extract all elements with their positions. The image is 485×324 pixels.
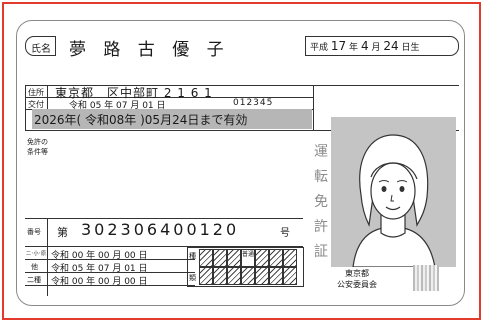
vertical-title-2: 転 [314, 169, 328, 185]
number-label: 番号 [27, 228, 41, 236]
birth-day-unit: 日生 [401, 43, 420, 53]
seal-pattern [413, 265, 439, 291]
type-cell [255, 267, 269, 285]
name-label: 氏名 [31, 44, 51, 55]
type-cell [269, 249, 283, 267]
type-grid [187, 247, 304, 287]
license-card: 氏名 夢 路 古 優 子 平成 17 年 4 月 24 日生 住所 東京都 区中… [16, 20, 465, 306]
type-cell [241, 267, 255, 285]
type-cell [283, 267, 297, 285]
address-block [25, 85, 459, 131]
type-cell [269, 267, 283, 285]
address-label: 住所 [28, 88, 44, 97]
category-date-3: 令和 00 年 00 月 00 日 [51, 277, 148, 287]
vertical-title-5: 証 [314, 244, 328, 260]
address-value: 東京都 区中部町 2 1 6 1 [55, 86, 213, 100]
vertical-title-3: 免 [314, 194, 328, 210]
category-label-1: 二･小･原 [26, 251, 47, 257]
issuer-line-1: 東京都 [345, 269, 369, 278]
birth-era: 平成 [310, 43, 329, 53]
type-cell [255, 249, 269, 267]
number-suffix: 号 [280, 228, 290, 239]
portrait-illustration [352, 134, 436, 267]
issuer-line-2: 公安委員会 [337, 280, 377, 289]
conditions-label-2: 条件等 [27, 148, 48, 156]
vertical-title-1: 運 [314, 144, 328, 160]
category-label-3: 二種 [27, 276, 41, 284]
license-number: 302306400120 [81, 220, 240, 239]
type-cell [213, 249, 227, 267]
number-prefix: 第 [57, 226, 68, 239]
holder-photo [331, 117, 456, 267]
birth-month: 4 [360, 39, 369, 53]
type-cell [227, 267, 241, 285]
type-cell [213, 267, 227, 285]
birth-day: 24 [383, 39, 399, 53]
type-cell [199, 267, 213, 285]
issue-number: 012345 [233, 98, 274, 108]
category-date-1: 令和 00 年 00 月 00 日 [51, 251, 148, 261]
expiry-text: 2026年( 令和08年 )05月24日まで有効 [34, 113, 248, 127]
birth-year-unit: 年 [349, 43, 359, 53]
type-cell-text: 普通 [242, 251, 255, 258]
type-label-2: 類 [189, 274, 196, 282]
expiry-band [32, 109, 312, 129]
type-cell-highlight [241, 249, 255, 267]
category-label-2: 他 [31, 263, 38, 271]
vertical-title-4: 許 [314, 219, 328, 235]
category-date-2: 令和 05 年 07 月 01 日 [51, 264, 148, 274]
birth-year: 17 [330, 39, 347, 53]
type-cell [199, 249, 213, 267]
issue-label: 交付 [28, 100, 44, 109]
conditions-label-1: 免許の [27, 138, 48, 146]
birth-date-box [305, 36, 459, 56]
birth-month-unit: 月 [371, 43, 381, 53]
outer-frame [2, 2, 481, 320]
type-cell [227, 249, 241, 267]
type-cell [283, 249, 297, 267]
name-value: 夢 路 古 優 子 [69, 40, 230, 60]
issue-date: 令和 05 年 07 月 01 日 [69, 101, 166, 111]
birth-date: 平成 17 年 4 月 24 日生 [310, 39, 420, 53]
type-label-1: 種 [189, 252, 196, 260]
name-label-box [25, 36, 56, 56]
